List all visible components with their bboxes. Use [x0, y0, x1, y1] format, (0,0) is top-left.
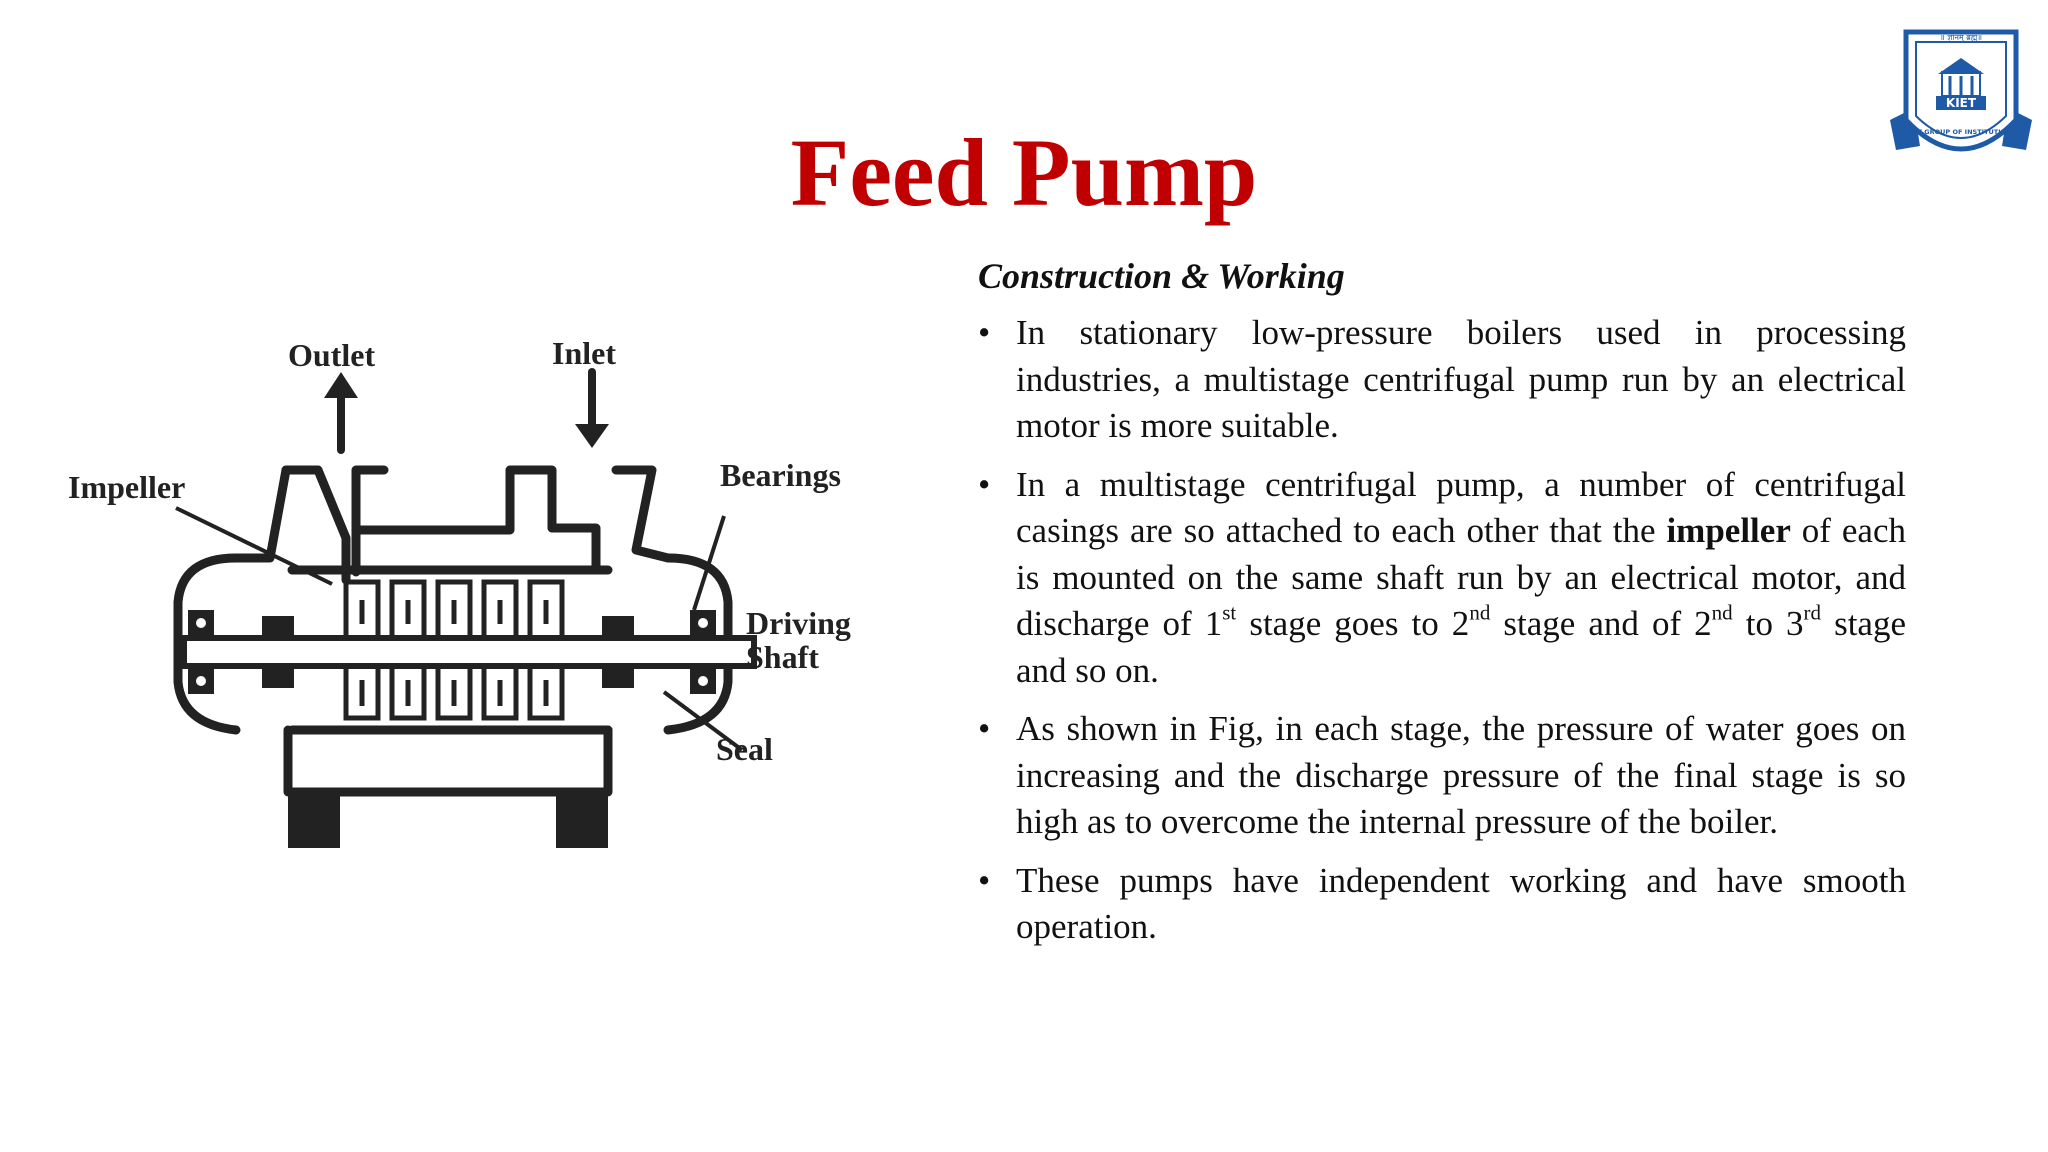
bullet-marker: • — [978, 464, 991, 504]
slide-title: Feed Pump — [790, 119, 1258, 226]
svg-text:॥ ज्ञानम् ब्रह्म॥: ॥ ज्ञानम् ब्रह्म॥ — [1940, 33, 1982, 43]
bullet-item: • In stationary low-pressure boilers use… — [978, 310, 1906, 450]
label-inlet: Inlet — [552, 335, 616, 371]
bold-term: impeller — [1666, 511, 1791, 550]
subheading: Construction & Working — [978, 256, 1345, 296]
label-bearings: Bearings — [720, 457, 841, 493]
kiet-logo: ॥ ज्ञानम् ब्रह्म॥ KIET KIET GROUP OF INS… — [1886, 28, 2036, 168]
bullet-text: In stationary low-pressure boilers used … — [1016, 313, 1906, 445]
bullet-marker: • — [978, 313, 991, 352]
label-driving: Driving — [746, 605, 851, 641]
bullet-item: • As shown in Fig, in each stage, the pr… — [978, 706, 1906, 846]
bullet-text: As shown in Fig, in each stage, the pres… — [1016, 709, 1906, 841]
bullet-list: • In stationary low-pressure boilers use… — [978, 310, 1906, 951]
feed-pump-diagram: Outlet Inlet Impeller Bearings Driving S… — [56, 320, 896, 860]
bullet-item: • In a multistage centrifugal pump, a nu… — [978, 462, 1906, 695]
bullet-item: • These pumps have independent working a… — [978, 858, 1906, 951]
bullet-text: In a multistage centrifugal pump, a numb… — [1016, 464, 1907, 690]
label-impeller: Impeller — [68, 469, 185, 505]
content-column: Construction & Working • In stationary l… — [978, 252, 1906, 963]
bullet-marker: • — [978, 709, 991, 748]
label-seal: Seal — [716, 731, 773, 767]
svg-text:KIET GROUP OF INSTITUTIONS: KIET GROUP OF INSTITUTIONS — [1906, 128, 2017, 136]
label-shaft: Shaft — [746, 639, 819, 675]
svg-text:KIET: KIET — [1946, 96, 1977, 110]
label-outlet: Outlet — [288, 337, 375, 373]
bullet-marker: • — [978, 860, 991, 900]
bullet-text: These pumps have independent working and… — [1016, 860, 1906, 947]
